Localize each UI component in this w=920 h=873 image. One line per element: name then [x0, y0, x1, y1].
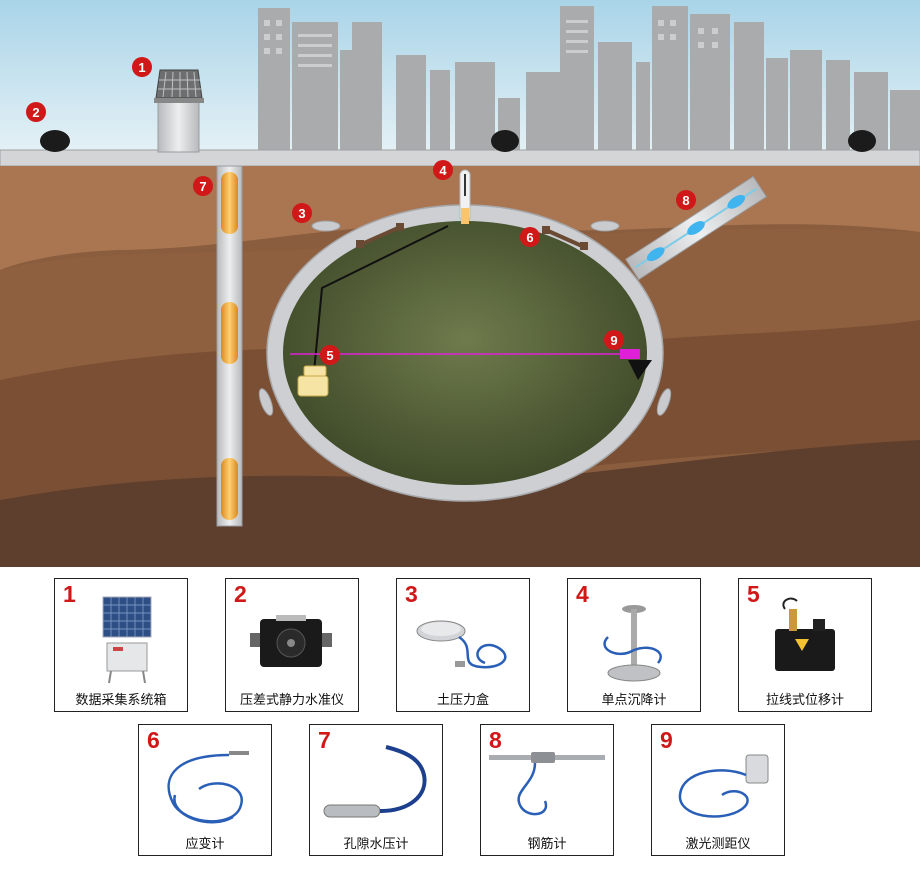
legend-card-1: 1 数据采集系统箱 [54, 578, 188, 712]
legend-number: 8 [489, 727, 502, 753]
legend-card-5: 5 拉线式位移计 [738, 578, 872, 712]
marker-7: 7 [193, 176, 213, 196]
city-skyline [258, 6, 920, 152]
legend-number: 2 [234, 581, 247, 607]
svg-text:9: 9 [610, 333, 617, 348]
solar-panel-data-box-icon [102, 596, 152, 684]
strain-gauges [360, 226, 584, 248]
legend-card-4: 4 单点沉降计 [567, 578, 701, 712]
marker-5: 5 [320, 345, 340, 365]
svg-text:1: 1 [138, 60, 145, 75]
legend-number: 5 [747, 581, 760, 607]
legend-card-7: 7 孔隙水压计 [309, 724, 443, 856]
svg-text:8: 8 [682, 193, 689, 208]
svg-text:3: 3 [298, 206, 305, 221]
wire-displacement-icon [775, 597, 835, 671]
legend-number: 1 [63, 581, 76, 607]
legend-card-3: 3 土压力盒 [396, 578, 530, 712]
legend-label: 应变计 [185, 837, 225, 852]
marker-6: 6 [520, 227, 540, 247]
rebar-meter-borehole [625, 175, 767, 281]
marker-2: 2 [26, 102, 46, 122]
marker-3: 3 [292, 203, 312, 223]
legend-number: 9 [660, 727, 673, 753]
legend-label: 拉线式位移计 [765, 693, 844, 708]
svg-text:4: 4 [439, 163, 447, 178]
data-acquisition-station [154, 69, 204, 153]
legend-label: 激光测距仪 [685, 837, 751, 852]
legend-label: 压差式静力水准仪 [239, 693, 344, 708]
piezometer-icon [323, 745, 427, 818]
svg-text:2: 2 [32, 105, 39, 120]
svg-text:6: 6 [526, 230, 533, 245]
legend-label: 数据采集系统箱 [75, 693, 167, 708]
rebar-meter-icon [489, 752, 605, 816]
laser-rangefinder-icon [678, 754, 769, 818]
legend-label: 单点沉降计 [601, 693, 667, 708]
marker-9: 9 [604, 330, 624, 350]
tunnel-monitoring-scene: 1 2 3 4 5 6 7 8 9 [0, 0, 920, 567]
tunnel-interior [283, 221, 647, 485]
marker-1: 1 [132, 57, 152, 77]
laser-rangefinder [620, 349, 652, 380]
surface-level-gauges [40, 130, 876, 152]
settlement-gauge [459, 169, 471, 224]
piezometer-borehole [216, 165, 243, 527]
svg-text:7: 7 [199, 179, 206, 194]
legend-number: 3 [405, 581, 418, 607]
legend-label: 钢筋计 [527, 837, 567, 852]
strain-gauge-icon [167, 751, 249, 824]
marker-4: 4 [433, 160, 453, 180]
legend-card-2: 2 压差式静力水准仪 [225, 578, 359, 712]
pressure-cell-icon [416, 620, 507, 669]
legend-card-8: 8 钢筋计 [480, 724, 614, 856]
svg-text:5: 5 [326, 348, 333, 363]
settlement-gauge-icon [603, 605, 662, 682]
sensor-legend: 1 数据采集系统箱 2 压差式静力水准仪 3 土压力盒 [0, 567, 920, 873]
legend-label: 土压力盒 [436, 693, 489, 708]
level-gauge-icon [250, 615, 332, 667]
marker-8: 8 [676, 190, 696, 210]
legend-card-9: 9 激光测距仪 [651, 724, 785, 856]
ground-surface [0, 149, 920, 167]
displacement-wire [313, 225, 449, 373]
legend-number: 4 [576, 581, 589, 607]
legend-label: 孔隙水压计 [343, 837, 409, 852]
legend-card-6: 6 应变计 [138, 724, 272, 856]
legend-number: 7 [318, 727, 331, 753]
legend-number: 6 [147, 727, 160, 753]
wire-displacement-sensor [297, 365, 329, 397]
earth-pressure-cells [258, 220, 672, 416]
